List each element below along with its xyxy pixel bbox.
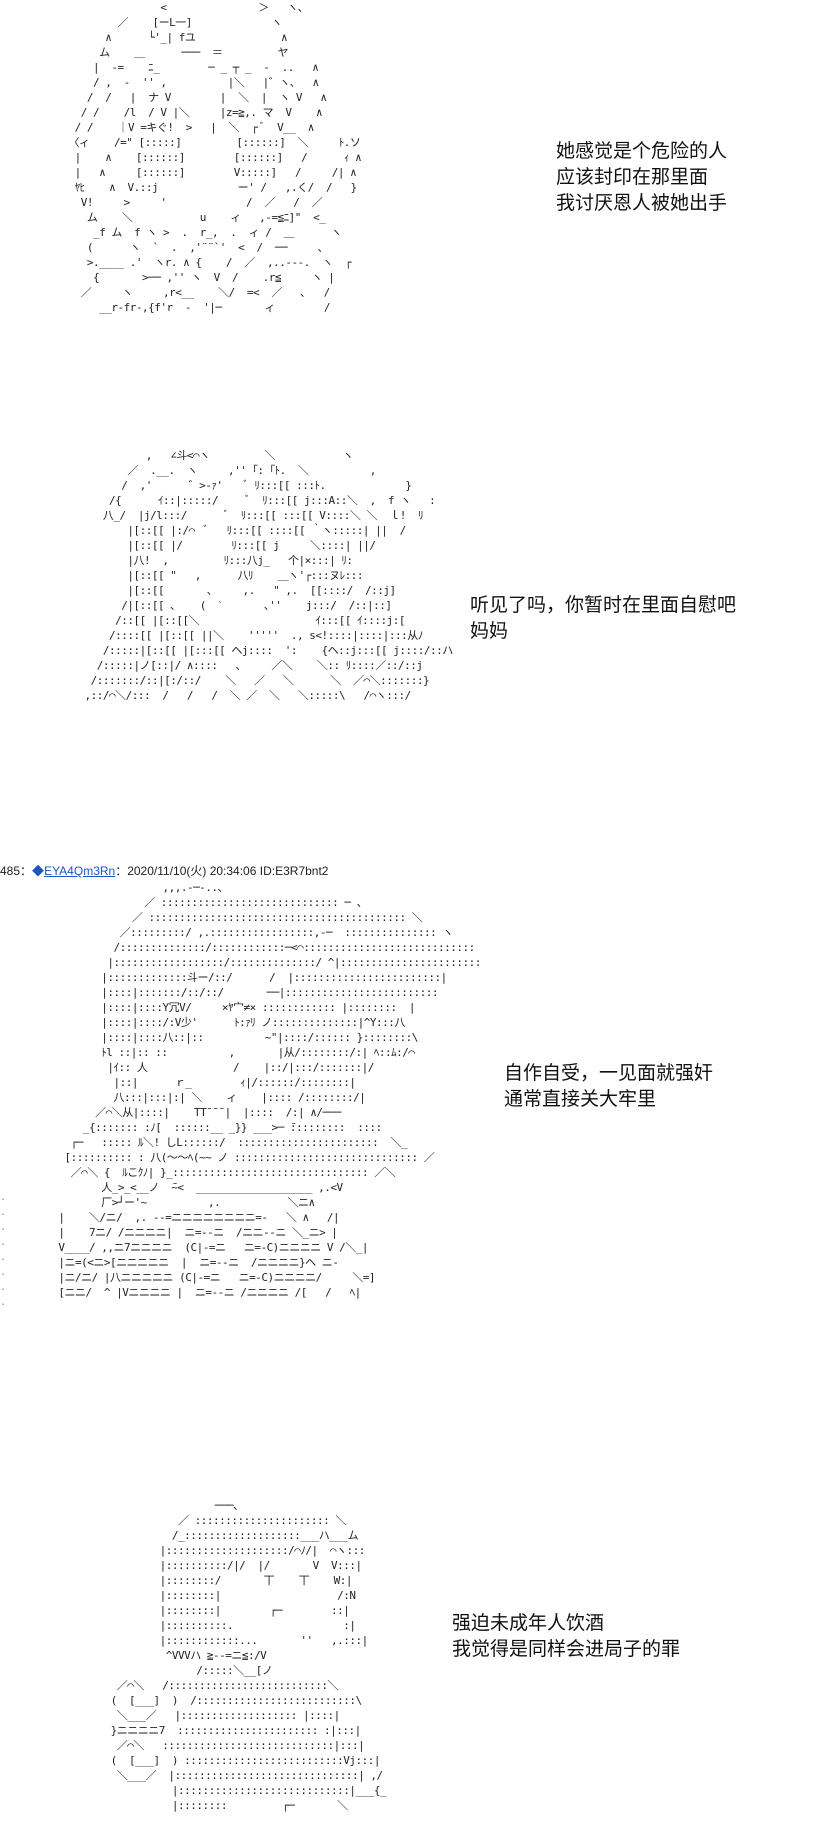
panel-1: < ＞ ヽ、 ／ [ーL一] ヽ ∧ └'_| fユ ∧ ム ＿ ─── ＝ ヤ… (0, 0, 840, 410)
post-date: ：2020/11/10(火) 20:34:06 (115, 864, 257, 878)
dialogue-line: 我讨厌恩人被她出手 (556, 192, 728, 214)
trip-diamond-icon: ◆ (32, 864, 45, 878)
dialogue-line: 应该封印在那里面 (556, 166, 709, 188)
dialogue-box: 听见了吗，你暂时在里面自慰吧 妈妈 (470, 592, 736, 644)
ascii-art-nun-cheerful: < ＞ ヽ、 ／ [ーL一] ヽ ∧ └'_| fユ ∧ ム ＿ ─── ＝ ヤ… (68, 1, 362, 314)
poster-name-link[interactable]: EYA4Qm3Rn (44, 864, 116, 878)
ascii-art-maid-scolding: ,,,.-─-..、 ／ :::::::::::::::::::::::::::… (58, 881, 481, 1299)
panel-2: , ∠斗<⌒ヽ ＼ ヽ ／ .__. ヽ ,'' ｢: ｢ﾄ. ＼ , / ,'… (0, 440, 840, 780)
dialogue-box: 她感觉是个危险的人 应该封印在那里面 我讨厌恩人被她出手 (556, 138, 727, 216)
panel-3: . . . . . . . . ,,,.-─-..、 ／ :::::::::::… (0, 880, 840, 1420)
dialogue-box: 强迫未成年人饮酒 我觉得是同样会进局子的罪 (452, 1610, 680, 1662)
ascii-art-girl-smug: , ∠斗<⌒ヽ ＼ ヽ ／ .__. ヽ ,'' ｢: ｢ﾄ. ＼ , / ,'… (84, 449, 453, 702)
post-id: ID:E3R7bnt2 (259, 864, 329, 878)
dialogue-line: 她感觉是个危险的人 (556, 140, 728, 162)
post-header: 485：◆EYA4Qm3Rn：2020/11/10(火) 20:34:06 ID… (0, 862, 328, 879)
dialogue-line: 我觉得是同样会进局子的罪 (452, 1638, 681, 1660)
dialogue-box: 自作自受，一见面就强奸 通常直接关大牢里 (504, 1060, 713, 1112)
left-edge-ticks: . . . . . . . . (0, 1192, 7, 1308)
dialogue-line: 强迫未成年人饮酒 (452, 1612, 605, 1634)
dialogue-line: 听见了吗，你暂时在里面自慰吧 (470, 594, 737, 616)
post-separator: ： (20, 864, 33, 878)
dialogue-line: 自作自受，一见面就强奸 (504, 1062, 714, 1084)
panel-4: ───、 ／ :::::::::::::::::::::: ＼ /_::::::… (0, 1498, 840, 1834)
dialogue-line: 妈妈 (470, 620, 509, 642)
ascii-art-girl-with-bottles: ───、 ／ :::::::::::::::::::::: ＼ /_::::::… (110, 1499, 387, 1812)
dialogue-line: 通常直接关大牢里 (504, 1088, 657, 1110)
post-number: 485 (0, 864, 21, 878)
